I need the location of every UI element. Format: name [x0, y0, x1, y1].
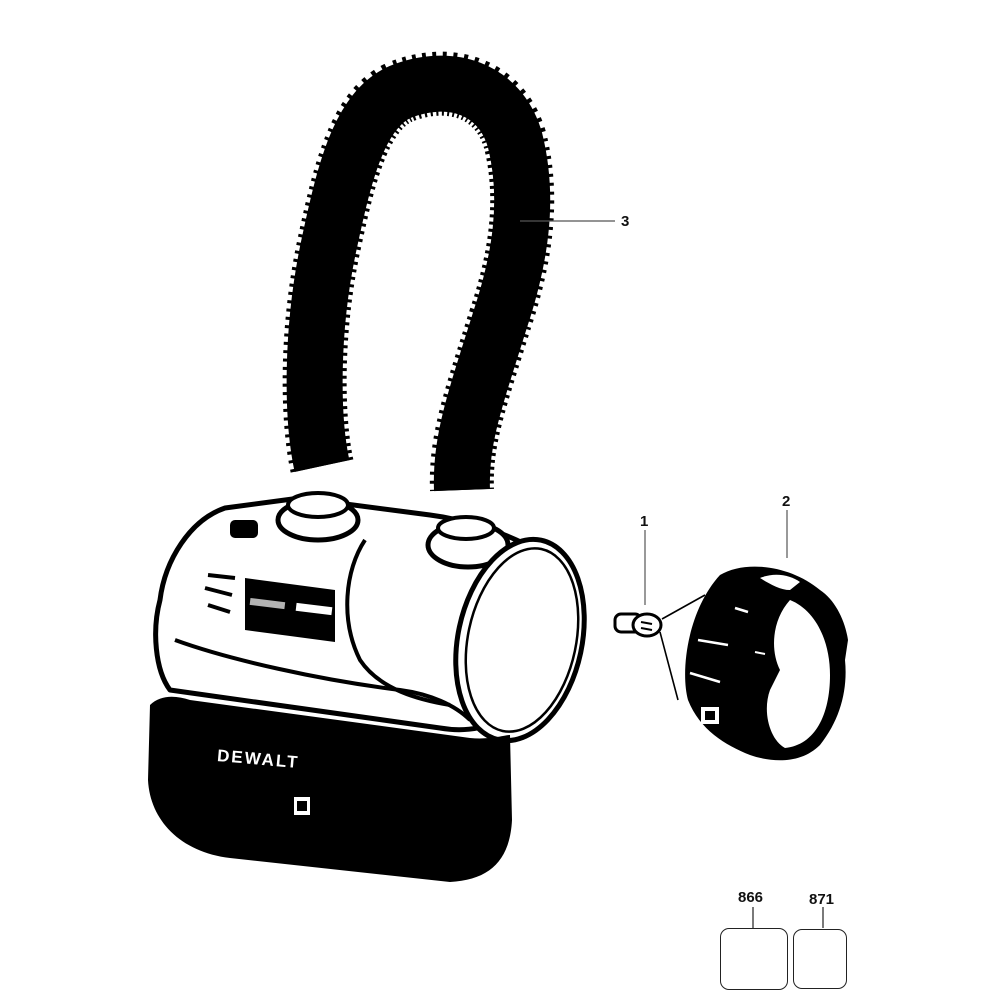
top-knob-left [275, 491, 361, 543]
switch-button [230, 520, 258, 538]
callout-3: 3 [621, 213, 630, 230]
flexible-hose [282, 51, 555, 492]
vent-slots [204, 573, 335, 642]
accessory-label-866: 866 [738, 889, 764, 906]
accessory-label-871: 871 [809, 891, 835, 908]
callout-2: 2 [782, 493, 791, 510]
lens-bezel-ring [685, 566, 848, 761]
lens [453, 536, 587, 744]
accessory-box-866[interactable] [720, 928, 788, 990]
bulb [613, 612, 663, 638]
battery-base [148, 696, 512, 882]
accessory-box-871[interactable] [793, 929, 847, 989]
callout-1: 1 [640, 513, 649, 530]
